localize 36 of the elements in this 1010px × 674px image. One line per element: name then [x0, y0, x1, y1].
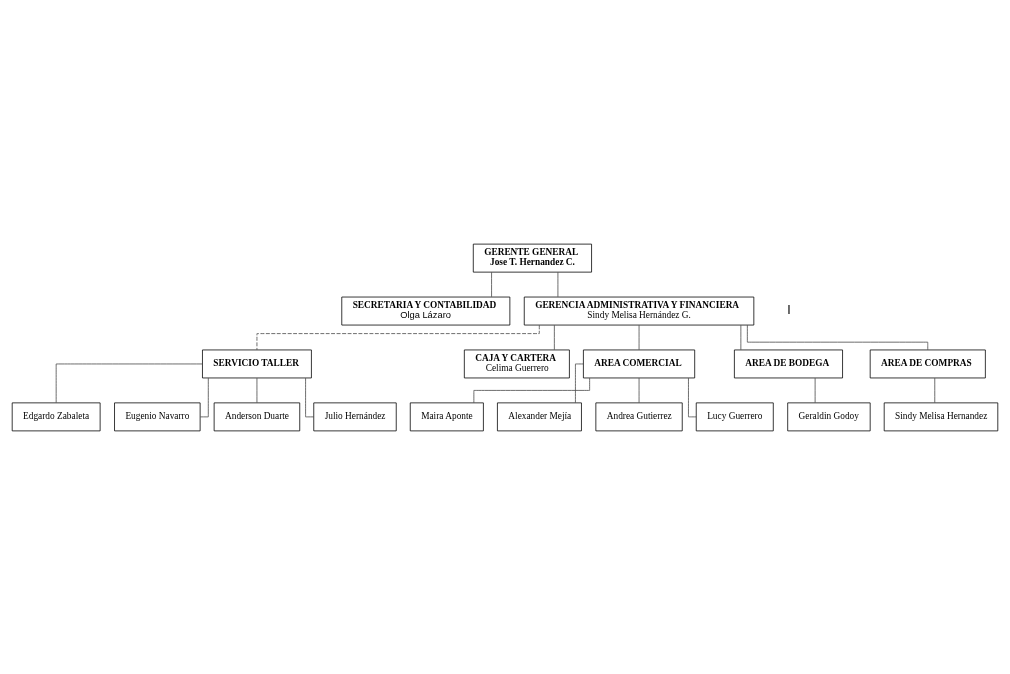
- node-box: Lucy Guerrero: [695, 402, 774, 431]
- connector: [557, 271, 559, 297]
- connector: [199, 377, 209, 417]
- label: I: [787, 302, 791, 317]
- node-box: Sindy Melisa Hernandez: [883, 402, 999, 431]
- node-box: Alexander Mejía: [497, 402, 582, 431]
- connector: [491, 271, 492, 297]
- connector: [55, 363, 203, 403]
- node-box: CAJA Y CARTERA Celima Guerrero: [463, 349, 570, 378]
- node-box: AREA DE BODEGA: [734, 349, 843, 378]
- connector: [638, 324, 640, 350]
- connector: [740, 324, 742, 350]
- node-box: SERVICIO TALLER: [202, 349, 312, 378]
- node-box: Geraldin Godoy: [787, 402, 871, 431]
- connector: [688, 377, 697, 417]
- node-box: Anderson Duarte: [213, 402, 301, 431]
- connector: [256, 377, 258, 403]
- connector: [746, 324, 929, 350]
- node-box: GERENTE GENERAL Jose T. Hernandez C.: [472, 243, 592, 272]
- node-box: Edgardo Zabaleta: [11, 402, 101, 431]
- node-box: AREA DE COMPRAS: [869, 349, 986, 378]
- connector: [553, 324, 555, 350]
- node-box: SECRETARIA Y CONTABILIDAD Olga Lázaro: [341, 296, 511, 325]
- node-box: Eugenio Navarro: [114, 402, 201, 431]
- connector: [814, 377, 816, 403]
- connector: [638, 377, 640, 403]
- connector: [934, 377, 936, 403]
- node-box: Julio Hernández: [313, 402, 397, 431]
- connector: [473, 377, 590, 403]
- node-box: AREA COMERCIAL: [583, 349, 696, 378]
- connector: [305, 377, 315, 417]
- node-box: Andrea Gutierrez: [595, 402, 683, 431]
- node-box: Maira Aponte: [409, 402, 484, 431]
- connector: [256, 324, 540, 350]
- connector: [575, 363, 584, 403]
- node-box: GERENCIA ADMINISTRATIVA Y FINANCIERA Sindy Melisa Hernández G.: [523, 296, 755, 325]
